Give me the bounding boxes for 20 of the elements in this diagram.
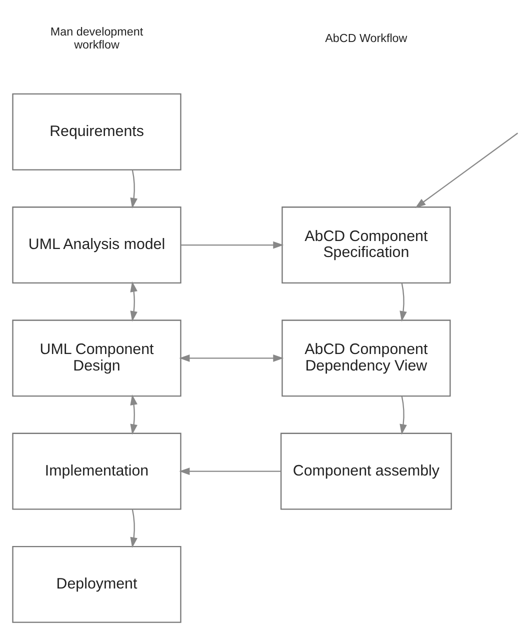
- arrow: [179, 468, 281, 475]
- node-box: UML Analysis model: [12, 206, 182, 284]
- node-box: Deployment: [12, 546, 182, 623]
- arrow: [179, 354, 284, 362]
- node-box: Requirements: [12, 93, 182, 170]
- arrow: [130, 281, 138, 322]
- arrow: [400, 282, 407, 322]
- arrow: [400, 396, 407, 435]
- arrow: [415, 132, 518, 208]
- node-box: AbCD Component Specification: [282, 206, 451, 284]
- arrow: [130, 509, 138, 548]
- label: Man development workflow: [50, 26, 144, 52]
- node-box: UML Component Design: [12, 320, 182, 397]
- node-box: Implementation: [12, 432, 182, 510]
- arrow: [130, 170, 138, 208]
- node-box: Component assembly: [280, 432, 452, 510]
- arrow: [180, 241, 284, 249]
- label: AbCD Workflow: [325, 32, 408, 46]
- node-box: AbCD Component Dependency View: [282, 320, 451, 397]
- arrow: [130, 394, 138, 435]
